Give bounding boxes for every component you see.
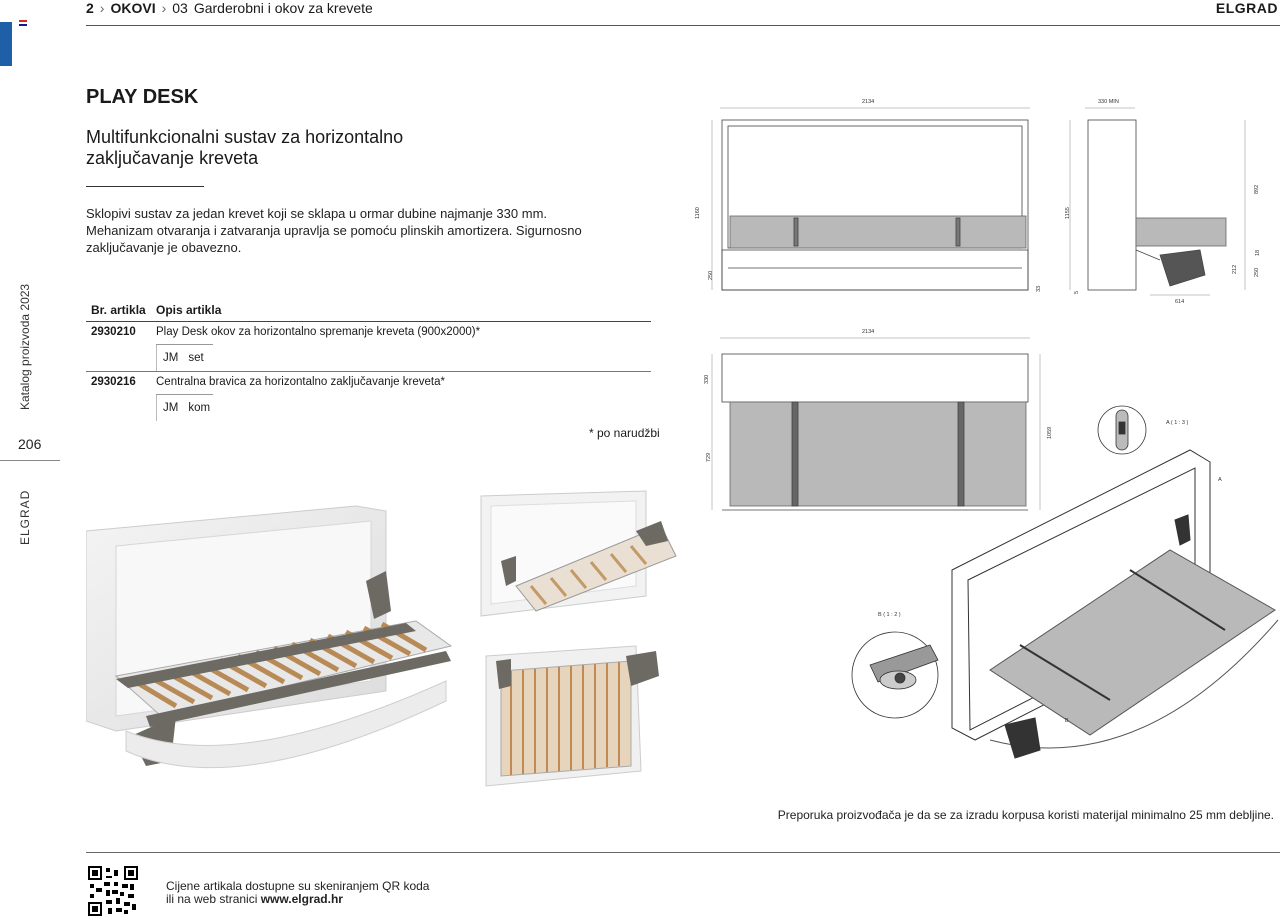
unit-cell: JM set <box>156 345 651 371</box>
unit-rule <box>156 344 213 345</box>
product-subtitle: Multifunkcionalni sustav za horizontalno… <box>86 127 404 168</box>
table-row: 2930210 Play Desk okov za horizontalno s… <box>86 322 651 371</box>
dim-top-729: 729 <box>706 453 712 462</box>
table-footnote: * po narudžbi <box>589 426 660 440</box>
croatia-flag-icon <box>19 20 27 28</box>
header-article-no: Br. artikla <box>91 303 146 317</box>
breadcrumb-sub-title[interactable]: Garderobni i okov za krevete <box>193 0 373 16</box>
top-view-drawing <box>711 337 1041 511</box>
qr-caption-prefix: ili na web stranici <box>166 892 258 906</box>
dim-side-min: 330 MIN <box>1098 99 1119 105</box>
qr-code-icon[interactable] <box>88 866 138 916</box>
article-code: 2930210 <box>91 326 136 338</box>
header-description: Opis artikla <box>156 303 222 317</box>
detail-b-drawing <box>851 631 939 719</box>
isometric-view-drawing <box>951 449 1279 759</box>
side-view-drawing <box>1069 107 1246 296</box>
marker-a: A <box>1218 477 1222 483</box>
dim-side-250: 250 <box>1254 268 1260 277</box>
header-bar: 2 › OKOVI › 03 Garderobni i okov za krev… <box>86 0 1280 26</box>
unit-rule <box>156 394 213 395</box>
chevron-right-icon: › <box>161 0 167 16</box>
marker-b: B <box>1065 718 1069 724</box>
unit-label: JM <box>163 402 179 414</box>
table-header: Br. artikla Opis artikla <box>86 303 651 322</box>
bed-half-open-photo <box>480 490 677 617</box>
article-description: Centralna bravica za horizontalno zaklju… <box>156 376 445 388</box>
breadcrumb-sub-number[interactable]: 03 <box>172 0 188 16</box>
dim-side-892: 892 <box>1254 185 1260 194</box>
qr-caption-line2: ili na web stranici www.elgrad.hr <box>166 893 429 906</box>
breadcrumb: 2 › OKOVI › 03 Garderobni i okov za krev… <box>86 0 373 16</box>
page-number: 206 <box>18 436 42 452</box>
product-photos <box>86 486 686 806</box>
dim-front-250: 250 <box>708 271 714 280</box>
breadcrumb-section[interactable]: OKOVI <box>110 0 156 16</box>
brand-vertical: ELGRAD <box>18 489 32 545</box>
qr-caption-line1: Cijene artikala dostupne su skeniranjem … <box>166 879 430 893</box>
product-title: PLAY DESK <box>86 86 199 108</box>
dim-top-330: 330 <box>704 375 710 384</box>
detail-a-label: A ( 1 : 3 ) <box>1166 420 1188 426</box>
unit-value: set <box>188 352 204 364</box>
dim-side-614: 614 <box>1175 299 1184 305</box>
dim-front-width: 2134 <box>862 99 874 105</box>
article-code: 2930216 <box>91 376 136 388</box>
bed-closed-photo <box>485 645 659 787</box>
footer-divider <box>86 852 1280 853</box>
section-tab <box>0 22 12 66</box>
unit-label: JM <box>163 352 179 364</box>
detail-a-drawing <box>1097 405 1147 455</box>
front-view-drawing <box>711 107 1030 291</box>
article-table: Br. artikla Opis artikla 2930210 Play De… <box>86 303 651 421</box>
website-link[interactable]: www.elgrad.hr <box>260 892 343 906</box>
manufacturer-note: Preporuka proizvođača je da se za izradu… <box>777 808 1274 822</box>
rail-divider <box>0 460 60 461</box>
article-description: Play Desk okov za horizontalno spremanje… <box>156 326 481 338</box>
dim-top-width: 2134 <box>862 329 874 335</box>
unit-value: kom <box>188 402 211 414</box>
dim-side-5: 5 <box>1074 291 1080 294</box>
qr-caption: Cijene artikala dostupne su skeniranjem … <box>166 880 429 906</box>
detail-b-label: B ( 1 : 2 ) <box>878 612 901 618</box>
bed-open-photo <box>86 505 453 769</box>
dim-front-1160: 1160 <box>695 207 701 219</box>
unit-cell: JM kom <box>156 395 651 421</box>
technical-drawings: 2134 1160 250 33 330 MIN 1155 892 18 212… <box>695 99 1279 759</box>
table-row: 2930216 Centralna bravica za horizontaln… <box>86 371 651 421</box>
left-rail: Katalog proizvoda 2023 206 ELGRAD <box>0 0 60 917</box>
dim-top-1059: 1059 <box>1047 427 1053 439</box>
product-description: Sklopivi sustav za jedan krevet koji se … <box>86 206 582 255</box>
dim-side-212: 212 <box>1232 265 1238 274</box>
dim-side-1155: 1155 <box>1065 207 1071 219</box>
breadcrumb-part[interactable]: 2 <box>86 0 94 16</box>
dim-front-33: 33 <box>1036 286 1042 292</box>
dim-side-18: 18 <box>1255 250 1261 256</box>
brand-logo: ELGRAD <box>1215 0 1278 16</box>
title-rule <box>86 186 204 187</box>
chevron-right-icon: › <box>99 0 105 16</box>
catalog-label: Katalog proizvoda 2023 <box>18 283 32 410</box>
